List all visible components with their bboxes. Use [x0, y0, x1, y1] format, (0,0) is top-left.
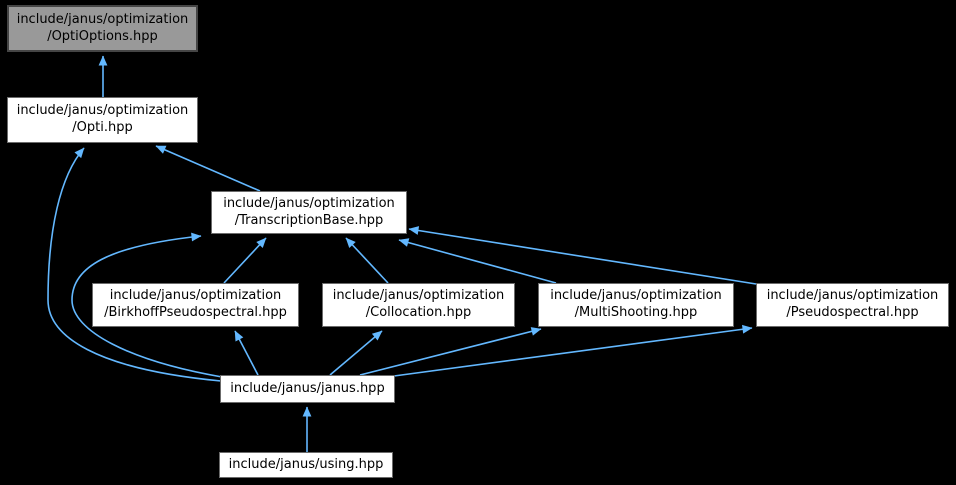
edge-pseudospectral-to-transcription_base — [408, 226, 757, 285]
node-label-line: include/janus/optimization — [16, 11, 189, 27]
node-label-line: /Pseudospectral.hpp — [786, 305, 919, 320]
node-label-line: /TranscriptionBase.hpp — [234, 212, 384, 228]
node-label-line: include/janus/optimization — [223, 195, 395, 211]
graph-node-birkhoff-pseudospectral[interactable]: include/janus/optimization/BirkhoffPseud… — [92, 283, 299, 327]
graph-node-opti[interactable]: include/janus/optimization/Opti.hpp — [7, 97, 198, 143]
edge-transcription_base-to-opti — [155, 145, 261, 192]
edge-collocation-to-transcription_base — [345, 237, 389, 284]
edge-multi_shooting-to-transcription_base — [398, 238, 557, 284]
node-label-line: include/janus/optimization — [109, 288, 282, 304]
edge-janus-to-collocation — [329, 330, 383, 376]
edges-group — [47, 55, 757, 452]
graph-node-using[interactable]: include/janus/using.hpp — [219, 452, 393, 478]
graph-node-multi-shooting[interactable]: include/janus/optimization/MultiShooting… — [538, 283, 734, 327]
node-label-line: include/janus/optimization — [550, 288, 722, 304]
graph-node-pseudospectral[interactable]: include/janus/optimization/Pseudospectra… — [756, 283, 949, 327]
edge-janus-to-transcription_base — [71, 232, 223, 378]
graph-node-collocation[interactable]: include/janus/optimization/Collocation.h… — [322, 283, 515, 327]
graph-node-transcription-base[interactable]: include/janus/optimization/Transcription… — [211, 191, 407, 234]
edge-janus-to-opti — [47, 147, 222, 382]
edge-janus-to-multi_shooting — [359, 327, 542, 376]
node-label-line: /BirkhoffPseudospectral.hpp — [104, 305, 287, 320]
graph-node-janus[interactable]: include/janus/janus.hpp — [220, 375, 395, 403]
node-label-line: include/janus/optimization — [766, 288, 939, 304]
node-label-line: include/janus/optimization — [16, 103, 189, 119]
node-label-line: /Collocation.hpp — [365, 305, 472, 320]
edge-janus-to-birkhoff_pseudospectral — [234, 330, 259, 376]
graph-node-opti-options: include/janus/optimization/OptiOptions.h… — [7, 5, 198, 52]
edge-janus-to-pseudospectral — [393, 324, 753, 377]
node-label-line: /MultiShooting.hpp — [574, 305, 698, 320]
node-label-line: /OptiOptions.hpp — [47, 28, 158, 44]
node-label-line: include/janus/using.hpp — [228, 456, 384, 472]
node-label-line: /Opti.hpp — [72, 120, 133, 135]
node-label-line: include/janus/janus.hpp — [230, 380, 385, 396]
edge-birkhoff_pseudospectral-to-transcription_base — [223, 237, 267, 284]
node-label-line: include/janus/optimization — [332, 288, 505, 304]
